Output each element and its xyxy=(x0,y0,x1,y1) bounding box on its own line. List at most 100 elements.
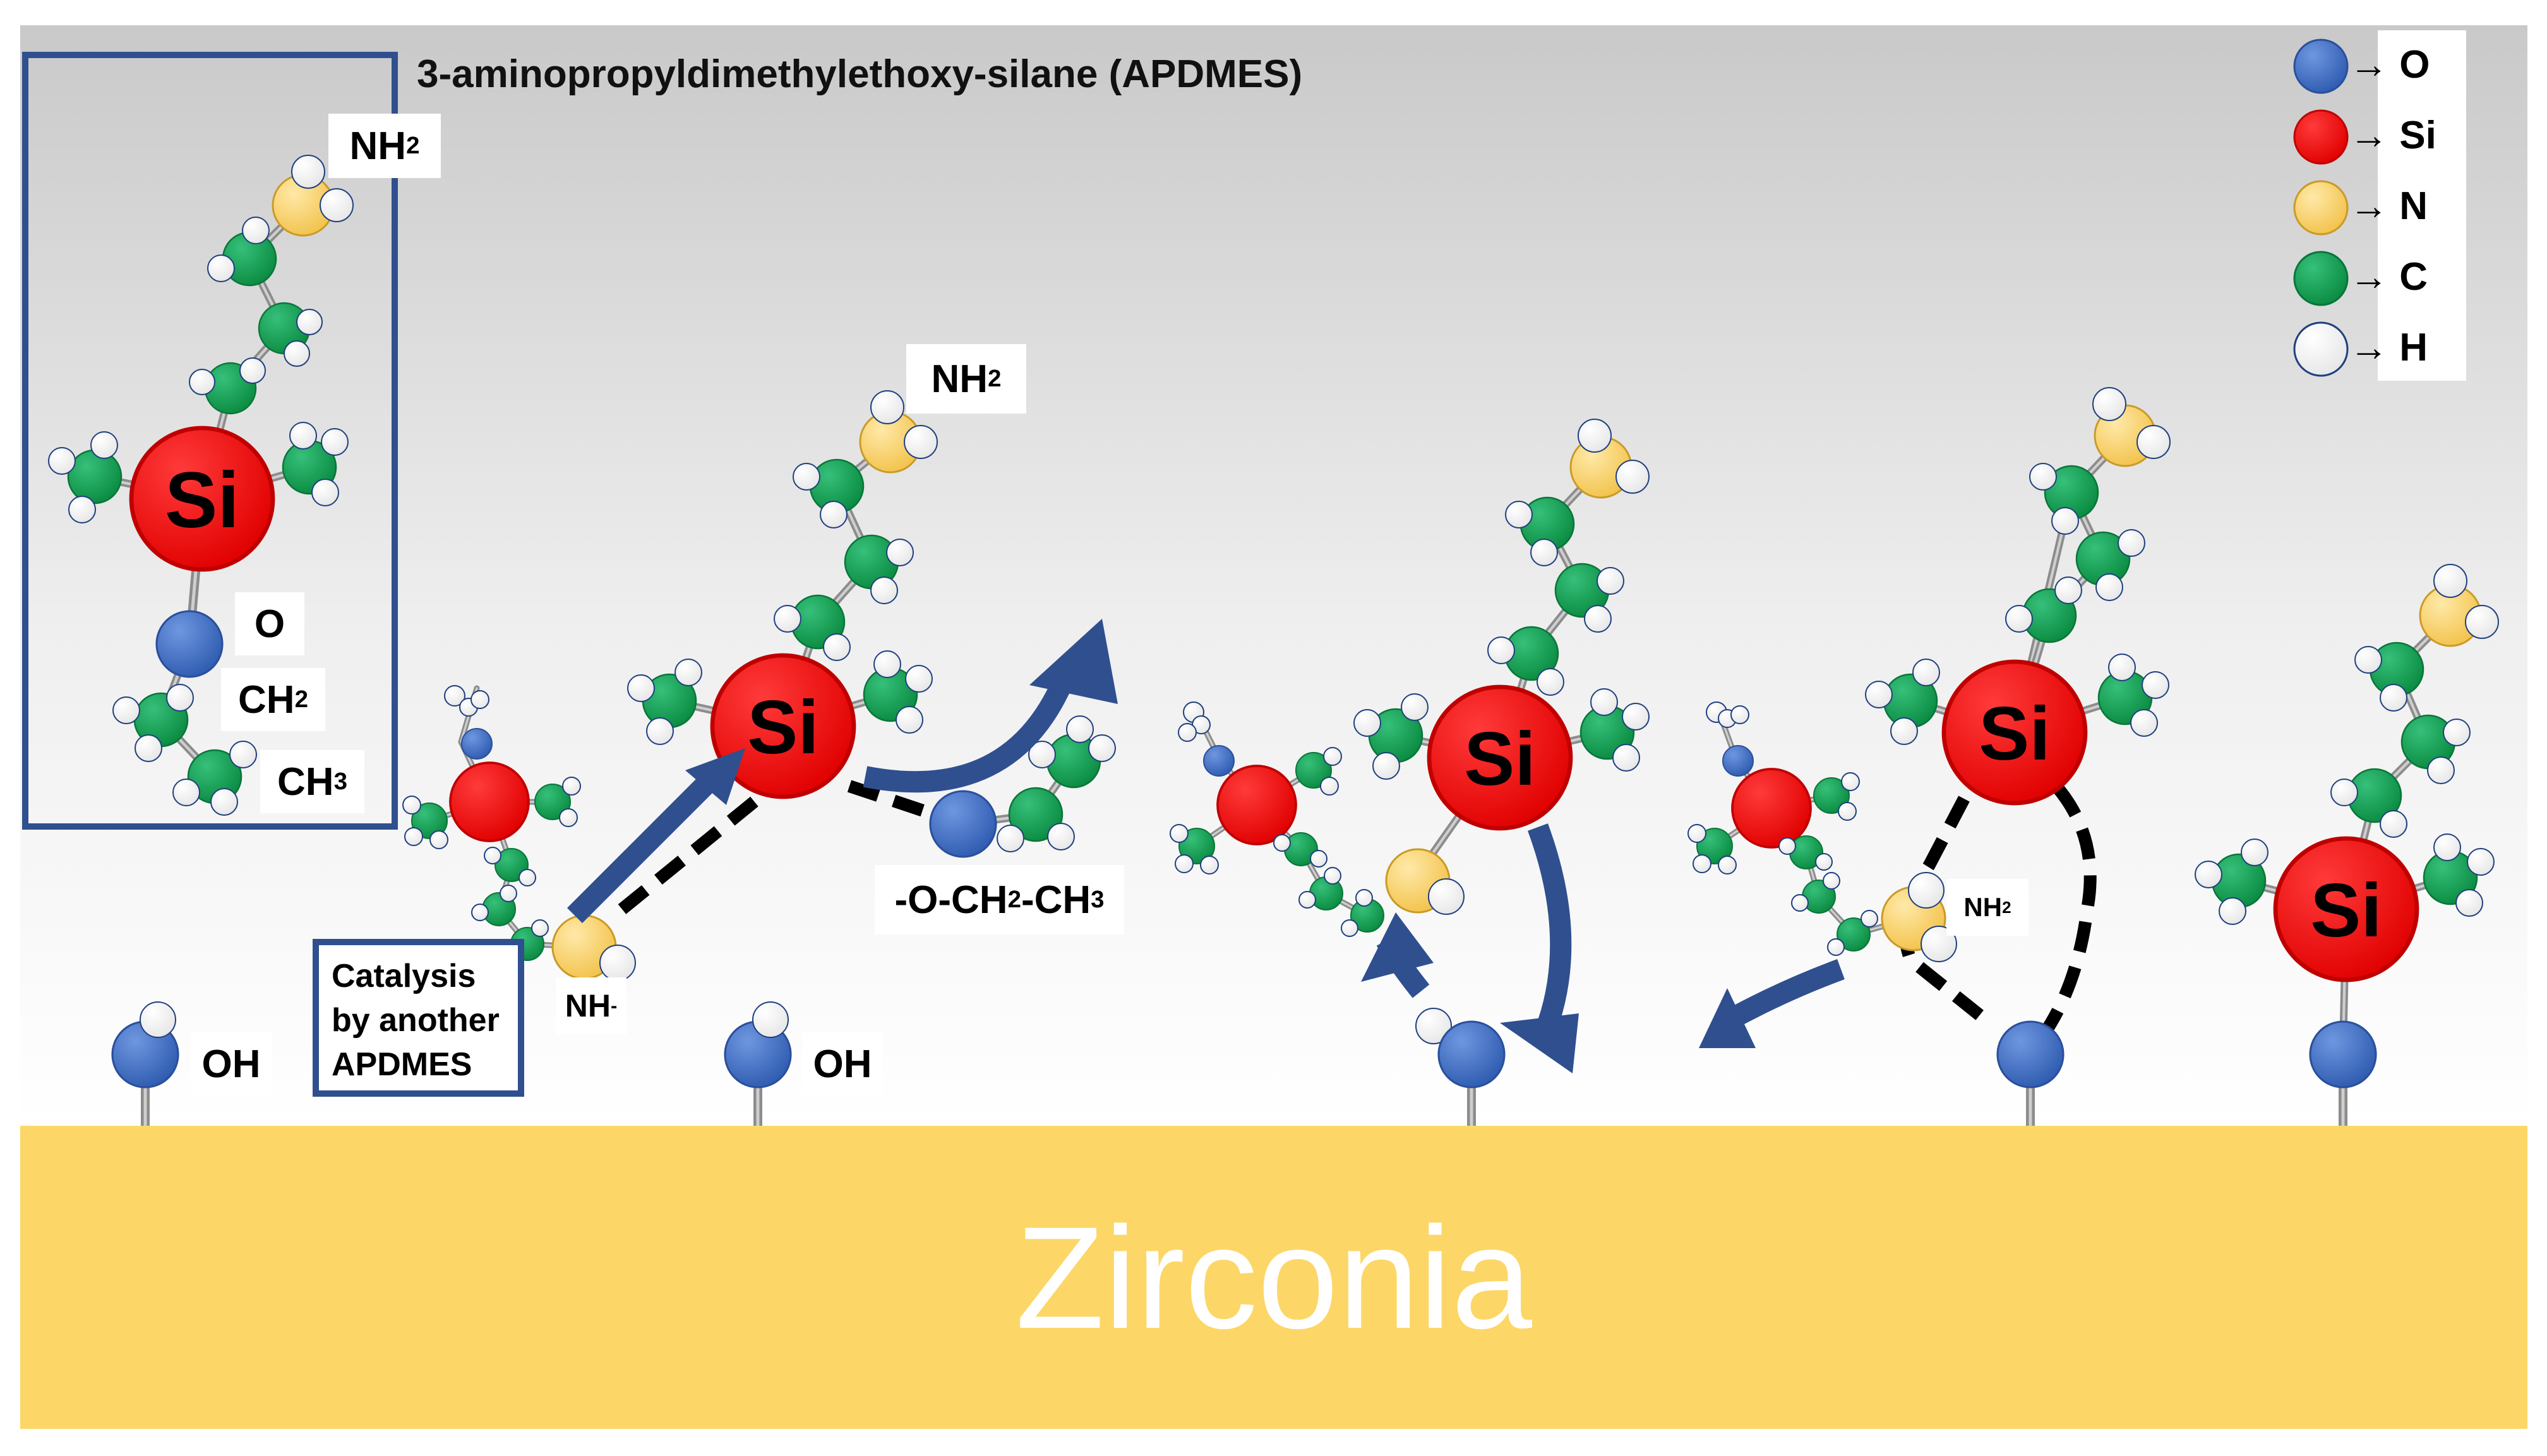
atom-c xyxy=(534,784,571,820)
label-sub: 2 xyxy=(2002,897,2011,917)
atom-h xyxy=(1827,938,1845,956)
atom-h xyxy=(1730,705,1749,724)
arrows-layer xyxy=(566,619,1845,1073)
atom-o xyxy=(1996,1020,2065,1089)
atom-h xyxy=(2136,425,2171,459)
atom-h xyxy=(296,309,323,335)
atom-h xyxy=(2092,387,2126,421)
atom-h xyxy=(2433,564,2467,598)
atom-h xyxy=(752,1001,789,1038)
atom-c xyxy=(1813,777,1850,814)
atom-h xyxy=(2354,646,2382,674)
atom-h xyxy=(1415,1008,1452,1044)
legend-swatch-o xyxy=(2293,39,2349,94)
atom-h xyxy=(2380,684,2407,712)
atom-h xyxy=(189,369,215,395)
atom-o xyxy=(2309,1020,2377,1089)
reaction-arrow xyxy=(1528,823,1572,1046)
atom-h xyxy=(1687,824,1706,843)
atom-h xyxy=(1612,744,1640,772)
atom-h xyxy=(1088,734,1116,762)
atom-si xyxy=(2273,836,2419,982)
atom-h xyxy=(140,1001,176,1038)
legend-swatch-n xyxy=(2293,180,2349,236)
atom-h xyxy=(1791,894,1809,912)
atom-h xyxy=(1324,867,1341,885)
atom-h xyxy=(311,479,339,506)
nh-minus-label: NH- xyxy=(556,977,626,1034)
atom-h xyxy=(559,808,578,827)
atom-h xyxy=(500,885,517,902)
atom-h xyxy=(1865,681,1893,708)
label-text: OH xyxy=(813,1042,872,1086)
atom-h xyxy=(562,777,581,796)
atom-h xyxy=(1778,837,1796,855)
atom-h xyxy=(1298,891,1316,909)
arrow-head xyxy=(1699,988,1756,1048)
legend-swatch-c xyxy=(2293,251,2349,306)
legend-swatch-si xyxy=(2293,109,2349,165)
zirconia-label: Zirconia xyxy=(1015,1196,1533,1359)
hydroxyl-label-2: OH xyxy=(802,1032,883,1095)
si-label: Si xyxy=(1979,691,2050,776)
legend-label-n: → N xyxy=(2349,184,2428,228)
arrow-head xyxy=(685,748,745,805)
atom-si xyxy=(1427,684,1573,831)
atom-h xyxy=(1530,539,1558,566)
label-text: -O-CH xyxy=(894,878,1008,922)
atom-h xyxy=(90,431,118,459)
atom-o xyxy=(1722,745,1754,777)
atom-h xyxy=(1890,717,1918,745)
dashed-bond xyxy=(847,780,937,821)
atom-h xyxy=(2465,605,2499,639)
atom-h xyxy=(1861,910,1878,928)
dashed-bond xyxy=(1899,796,1994,1028)
label-sub: 2 xyxy=(1007,886,1021,913)
label-text: -CH xyxy=(1021,878,1091,922)
atom-h xyxy=(2130,709,2158,737)
legend-label-o: → O xyxy=(2349,43,2430,87)
reaction-arrow xyxy=(863,674,1074,793)
atom-h xyxy=(242,217,270,244)
atom-h xyxy=(1341,919,1358,937)
atom-h xyxy=(1170,824,1189,843)
atom-h xyxy=(627,674,655,702)
atom-h xyxy=(2118,529,2145,557)
atom-h xyxy=(207,254,235,282)
atom-h xyxy=(1310,850,1327,868)
atom-si xyxy=(129,426,275,572)
atom-h xyxy=(1401,693,1429,721)
atom-si xyxy=(1941,659,2088,806)
atom-h xyxy=(2108,653,2136,681)
atom-h xyxy=(404,827,423,846)
label-sub: 3 xyxy=(333,768,347,795)
dashed-bond xyxy=(618,794,762,914)
atom-c xyxy=(1696,828,1733,864)
atom-h xyxy=(793,463,820,491)
dashed-bonds-layer xyxy=(618,780,2097,1039)
atom-h xyxy=(1584,605,1612,633)
atom-o xyxy=(155,610,224,678)
legend-label-c: → C xyxy=(2349,255,2428,299)
inset-o-label: O xyxy=(235,592,304,655)
atom-h xyxy=(1693,854,1711,873)
atom-si xyxy=(710,653,856,799)
label-sub: 2 xyxy=(988,365,1002,392)
atom-h xyxy=(2095,573,2123,601)
atom-h xyxy=(905,665,933,693)
atom-h xyxy=(239,357,266,384)
atom-h xyxy=(1823,872,1840,890)
atom-h xyxy=(2054,576,2082,604)
atom-h xyxy=(1838,802,1857,821)
atom-h xyxy=(48,447,76,475)
label-text: O xyxy=(254,602,285,646)
atom-h xyxy=(1028,741,1056,768)
atom-h xyxy=(2467,848,2495,876)
atom-h xyxy=(229,741,257,768)
atom-c xyxy=(1295,752,1332,789)
atom-h xyxy=(1487,636,1515,664)
